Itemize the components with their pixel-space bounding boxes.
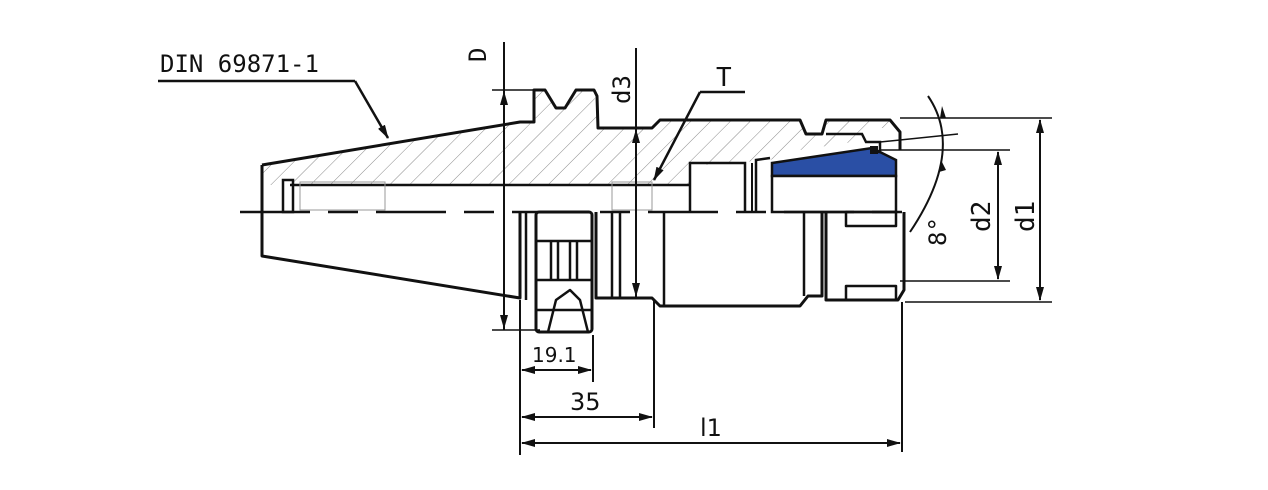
standard-label: DIN 69871-1 (160, 50, 319, 78)
label-D: D (464, 48, 492, 62)
upper-section (260, 88, 902, 214)
dim-d1-d2: d2 d1 (880, 117, 1052, 303)
dim-angle: 8° (879, 95, 959, 246)
upper-outline (261, 88, 902, 167)
dim-D: D (464, 42, 540, 331)
label-d2: d2 (967, 201, 997, 232)
collet-blue (770, 146, 898, 178)
lower-view (260, 210, 906, 334)
dim-d3: d3 (608, 48, 640, 298)
dim-flange-width: 19.1 (532, 343, 577, 367)
dim-flange-to-body: 35 (570, 388, 601, 416)
label-d1: d1 (1011, 201, 1041, 232)
label-d3: d3 (608, 75, 636, 104)
label-T: T (716, 63, 732, 93)
dim-T: T (652, 63, 745, 181)
dim-overall-length: l1 (700, 414, 722, 442)
dim-lengths: 19.1 35 l1 (519, 300, 903, 455)
label-angle: 8° (924, 217, 952, 246)
hatched-body (262, 90, 900, 185)
din-callout: DIN 69871-1 (158, 50, 390, 139)
